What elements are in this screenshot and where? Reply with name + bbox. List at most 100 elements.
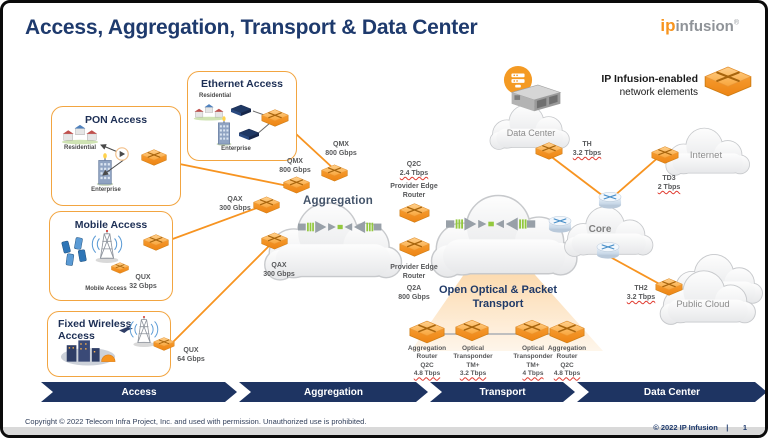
qmx-lower-router-icon (283, 176, 310, 194)
transport-device-2-rate: 3.2 Tbps (459, 370, 487, 378)
link-core-th2 (602, 252, 666, 288)
transport-router-3-icon (515, 319, 549, 342)
transport-device-4-model: Q2C (560, 361, 574, 369)
transport-router-4-icon (549, 320, 585, 344)
link-fixed-qax (170, 243, 272, 345)
footer-copyright: Copyright © 2022 Telecom Infra Project, … (25, 417, 367, 426)
qmx-upper-router-icon (321, 164, 348, 182)
aggregation-cloud-label: Aggregation (303, 195, 373, 207)
td3-label: TD3 2 Tbps (647, 174, 691, 192)
legend-line2: network elements (619, 87, 698, 98)
mobile-access-title: Mobile Access (74, 219, 148, 231)
public-cloud-label: Public Cloud (676, 299, 730, 310)
link-mobile-qax (158, 204, 266, 245)
transport-device-1-model: Q2C (420, 361, 434, 369)
ethernet-enterprise-switch-icon (237, 127, 261, 141)
mobile-access-caption: Mobile Access (85, 286, 127, 292)
transport-device-2-model: TM+ (466, 361, 480, 369)
band-transport: Transport (430, 382, 575, 402)
band-aggregation: Aggregation (239, 382, 428, 402)
band-access: Access (41, 382, 237, 402)
data-center-cloud-label: Data Center (506, 128, 556, 138)
qmx-upper-label: QMX 800 Gbps (315, 140, 367, 158)
core-cloud-label: Core (588, 224, 612, 235)
transport-device-1-label: Aggregation Router Q2C 4.8 Tbps (403, 345, 451, 379)
mobile-qux-rate: 32 Gbps (129, 283, 157, 291)
legend-router-icon (704, 65, 752, 98)
ethernet-enterprise-building-icon (215, 116, 233, 146)
legend-line1: IP Infusion-enabled (601, 73, 698, 85)
th-rate: 3.2 Tbps (572, 150, 602, 158)
ethernet-enterprise-label: Enterprise (221, 146, 251, 152)
th-model: TH (582, 141, 592, 148)
transport-device-1-role: Aggregation Router (407, 345, 447, 361)
th-router-icon (535, 142, 563, 160)
ethernet-residential-label: Residential (198, 93, 231, 99)
pe-top-router-icon (399, 203, 430, 223)
td3-rate: 2 Tbps (657, 184, 681, 192)
td3-model: TD3 (662, 175, 676, 182)
qax-lower-model: QAX (271, 262, 287, 269)
transport-device-3-role: Optical Transponder (513, 345, 553, 361)
qmx-lower-rate: 800 Gbps (279, 167, 311, 175)
th2-label: TH2 3.2 Tbps (619, 284, 663, 302)
footer-brand: © 2022 IP Infusion (653, 423, 718, 432)
qax-upper-label: QAX 300 Gbps (213, 195, 257, 213)
qax-upper-rate: 300 Gbps (219, 205, 251, 213)
logo-infusion-text: infusion (675, 18, 734, 35)
optical-link-icon-transport (446, 214, 538, 234)
band-data-center: Data Center (577, 382, 767, 402)
mobile-cell-tower-icon (91, 229, 123, 265)
td3-router-icon (651, 146, 679, 164)
fixed-qux-label: QUX 64 Gbps (169, 346, 213, 364)
footer-page-number: 1 (742, 423, 747, 432)
pe-bottom-model-label: Q2A 800 Gbps (385, 284, 443, 302)
th2-model: TH2 (634, 285, 648, 292)
qax-lower-label: QAX 300 Gbps (253, 261, 305, 279)
fixed-wireless-title: Fixed Wireless Access (58, 318, 132, 343)
transport-heading: Open Optical & Packet Transport (439, 284, 557, 310)
public-cloud-front (651, 265, 763, 331)
qax-upper-router-icon (253, 196, 280, 214)
ipinfusion-logo: ipinfusion® (660, 16, 739, 36)
qmx-lower-model: QMX (287, 158, 303, 165)
transport-device-3-label: Optical Transponder TM+ 4 Tbps (509, 345, 557, 379)
transport-device-4-label: Aggregation Router Q2C 4.8 Tbps (543, 345, 591, 379)
qax-upper-model: QAX (227, 196, 243, 203)
pon-splitter-icon (115, 147, 129, 161)
footer-right: © 2022 IP Infusion | 1 (653, 417, 747, 435)
transport-device-1-rate: 4.8 Tbps (413, 370, 441, 378)
mobile-qux-label: QUX 32 Gbps (121, 273, 165, 291)
bottom-gray-bar (3, 427, 765, 435)
pe-top-rate: 2.4 Tbps (399, 170, 429, 178)
qax-lower-router-icon (261, 232, 288, 250)
th2-rate: 3.2 Tbps (626, 294, 656, 302)
optical-link-icon-aggregation (298, 218, 384, 236)
pe-bottom-router-icon (399, 237, 430, 257)
pon-edge-router-icon (141, 149, 167, 166)
pon-access-title: PON Access (84, 114, 148, 126)
data-center-server-icon (506, 83, 566, 115)
link-core-td3 (612, 154, 662, 198)
transport-device-3-rate: 4 Tbps (522, 370, 544, 378)
qmx-upper-rate: 800 Gbps (325, 150, 357, 158)
pe-top-model: Q2C (406, 161, 422, 168)
core-bottom-router-icon (595, 239, 621, 260)
internet-cloud-label: Internet (689, 150, 723, 161)
pe-bottom-rate: 800 Gbps (398, 294, 430, 302)
fixed-city-icon (59, 335, 117, 367)
footer-divider: | (726, 423, 729, 432)
transport-device-4-rate: 4.8 Tbps (553, 370, 581, 378)
pe-bottom-role-label: Provider Edge Router (390, 264, 438, 281)
mobile-qux-model: QUX (135, 274, 151, 281)
mobile-edge-router-icon (143, 234, 169, 251)
pe-top-model-label: Q2C 2.4 Tbps (385, 160, 443, 178)
transport-device-3-model: TM+ (526, 361, 540, 369)
logo-ip-text: ip (660, 16, 676, 35)
transport-device-4-role: Aggregation Router (547, 345, 587, 361)
core-top-router-icon (597, 189, 623, 210)
qmx-lower-label: QMX 800 Gbps (269, 157, 321, 175)
logo-registered-mark: ® (733, 19, 739, 27)
fixed-qux-rate: 64 Gbps (177, 356, 205, 364)
